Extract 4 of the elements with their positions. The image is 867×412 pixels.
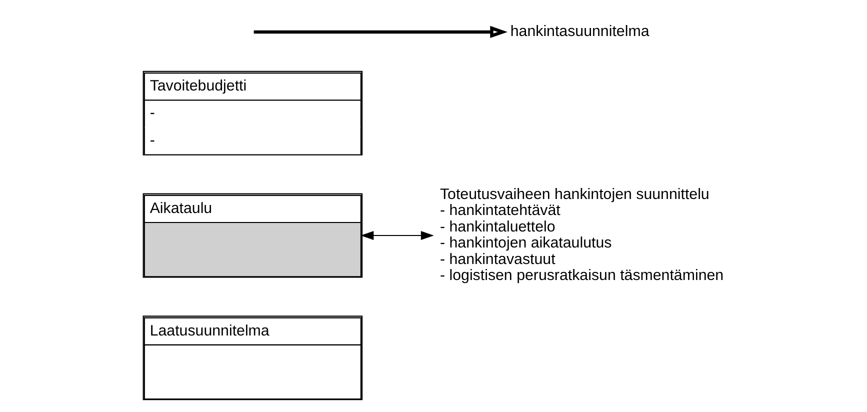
arrow [360, 230, 434, 240]
node-text: Toteutusvaiheen hankintojen suunnittelu - hankintatehtävät - hankintaluettelo - hankintojen aikataulutus - hankintavastuut - logistisen perusratkaisun täsmentäminen [440, 186, 724, 284]
arrow [254, 26, 508, 38]
node-text: hankintasuunnitelma [510, 22, 650, 40]
